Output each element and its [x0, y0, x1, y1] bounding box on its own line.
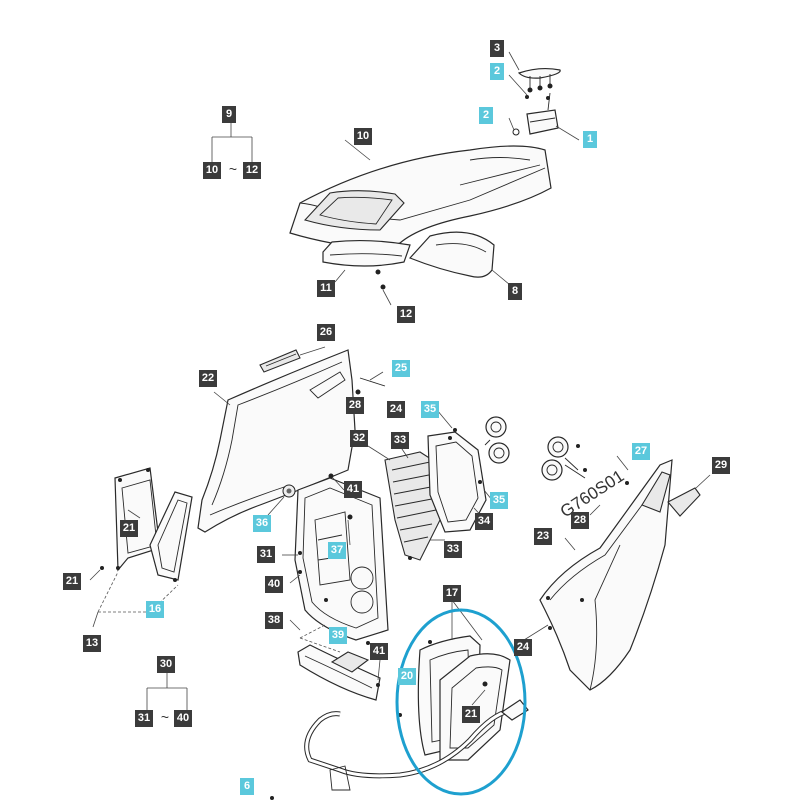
callout-13: 13 [83, 635, 101, 652]
knob [282, 484, 296, 498]
callout-1: 1 [583, 131, 597, 148]
callout-6: 6 [240, 778, 254, 795]
callout-37: 37 [328, 542, 346, 559]
callout-2b: 2 [479, 107, 493, 124]
callout-40a: 40 [265, 576, 283, 593]
left-light-frame [114, 467, 161, 572]
callout-24b: 24 [514, 639, 532, 656]
callout-35a: 35 [421, 401, 439, 418]
callout-31a: 31 [257, 546, 275, 563]
callout-9: 9 [222, 106, 236, 123]
callout-24a: 24 [387, 401, 405, 418]
callout-36: 36 [253, 515, 271, 532]
group-9-bracket [211, 122, 253, 162]
callout-41a: 41 [344, 481, 362, 498]
headlamp-pair-center [484, 416, 510, 464]
callout-41b: 41 [370, 643, 388, 660]
callout-12a: 12 [243, 162, 261, 179]
callout-39: 39 [329, 627, 347, 644]
left-light-lens [149, 491, 193, 581]
callout-23: 23 [534, 528, 552, 545]
headlamp-pair-right [541, 436, 587, 481]
hood-latch-assembly [508, 51, 580, 141]
hood-inner-frame [322, 239, 411, 290]
callout-34: 34 [475, 513, 493, 530]
callout-31b: 31 [135, 710, 153, 727]
group-range-30: ~ [155, 709, 175, 726]
callout-40b: 40 [174, 710, 192, 727]
group-range-9: ~ [223, 161, 243, 178]
callout-20: 20 [398, 668, 416, 685]
callout-12b: 12 [397, 306, 415, 323]
callout-8: 8 [508, 283, 522, 300]
range-separator: ~ [160, 709, 170, 725]
callout-25: 25 [392, 360, 410, 377]
right-side-panel [539, 459, 673, 691]
callout-27: 27 [632, 443, 650, 460]
callout-16: 16 [146, 601, 164, 618]
callout-3: 3 [490, 40, 504, 57]
callout-29: 29 [712, 457, 730, 474]
callout-10b: 10 [354, 128, 372, 145]
callout-2a: 2 [490, 63, 504, 80]
callout-21b: 21 [63, 573, 81, 590]
callout-33b: 33 [444, 541, 462, 558]
hood-panel [289, 145, 552, 251]
hose [270, 699, 529, 800]
callout-26: 26 [317, 324, 335, 341]
highlight-circle [395, 608, 527, 796]
callout-10a: 10 [203, 162, 221, 179]
left-side-panel [197, 349, 356, 533]
headlamp-housing [427, 428, 487, 533]
side-grille [259, 349, 301, 373]
callout-30: 30 [157, 656, 175, 673]
front-panel [294, 477, 389, 641]
callout-21a: 21 [120, 520, 138, 537]
callout-38: 38 [265, 612, 283, 629]
bumper-trim [297, 644, 381, 701]
callout-28b: 28 [571, 512, 589, 529]
callout-11: 11 [317, 280, 335, 297]
callout-35b: 35 [490, 492, 508, 509]
bumper-insert [330, 651, 370, 673]
callout-22: 22 [199, 370, 217, 387]
range-separator: ~ [228, 161, 238, 177]
hood-rear-cover [408, 231, 495, 278]
callout-17: 17 [443, 585, 461, 602]
rear-trim [667, 487, 701, 517]
callout-28a: 28 [346, 397, 364, 414]
callout-33a: 33 [391, 432, 409, 449]
callout-32: 32 [350, 430, 368, 447]
callout-21c: 21 [462, 706, 480, 723]
group-30-bracket [146, 673, 188, 710]
hinge-pin [355, 377, 386, 395]
